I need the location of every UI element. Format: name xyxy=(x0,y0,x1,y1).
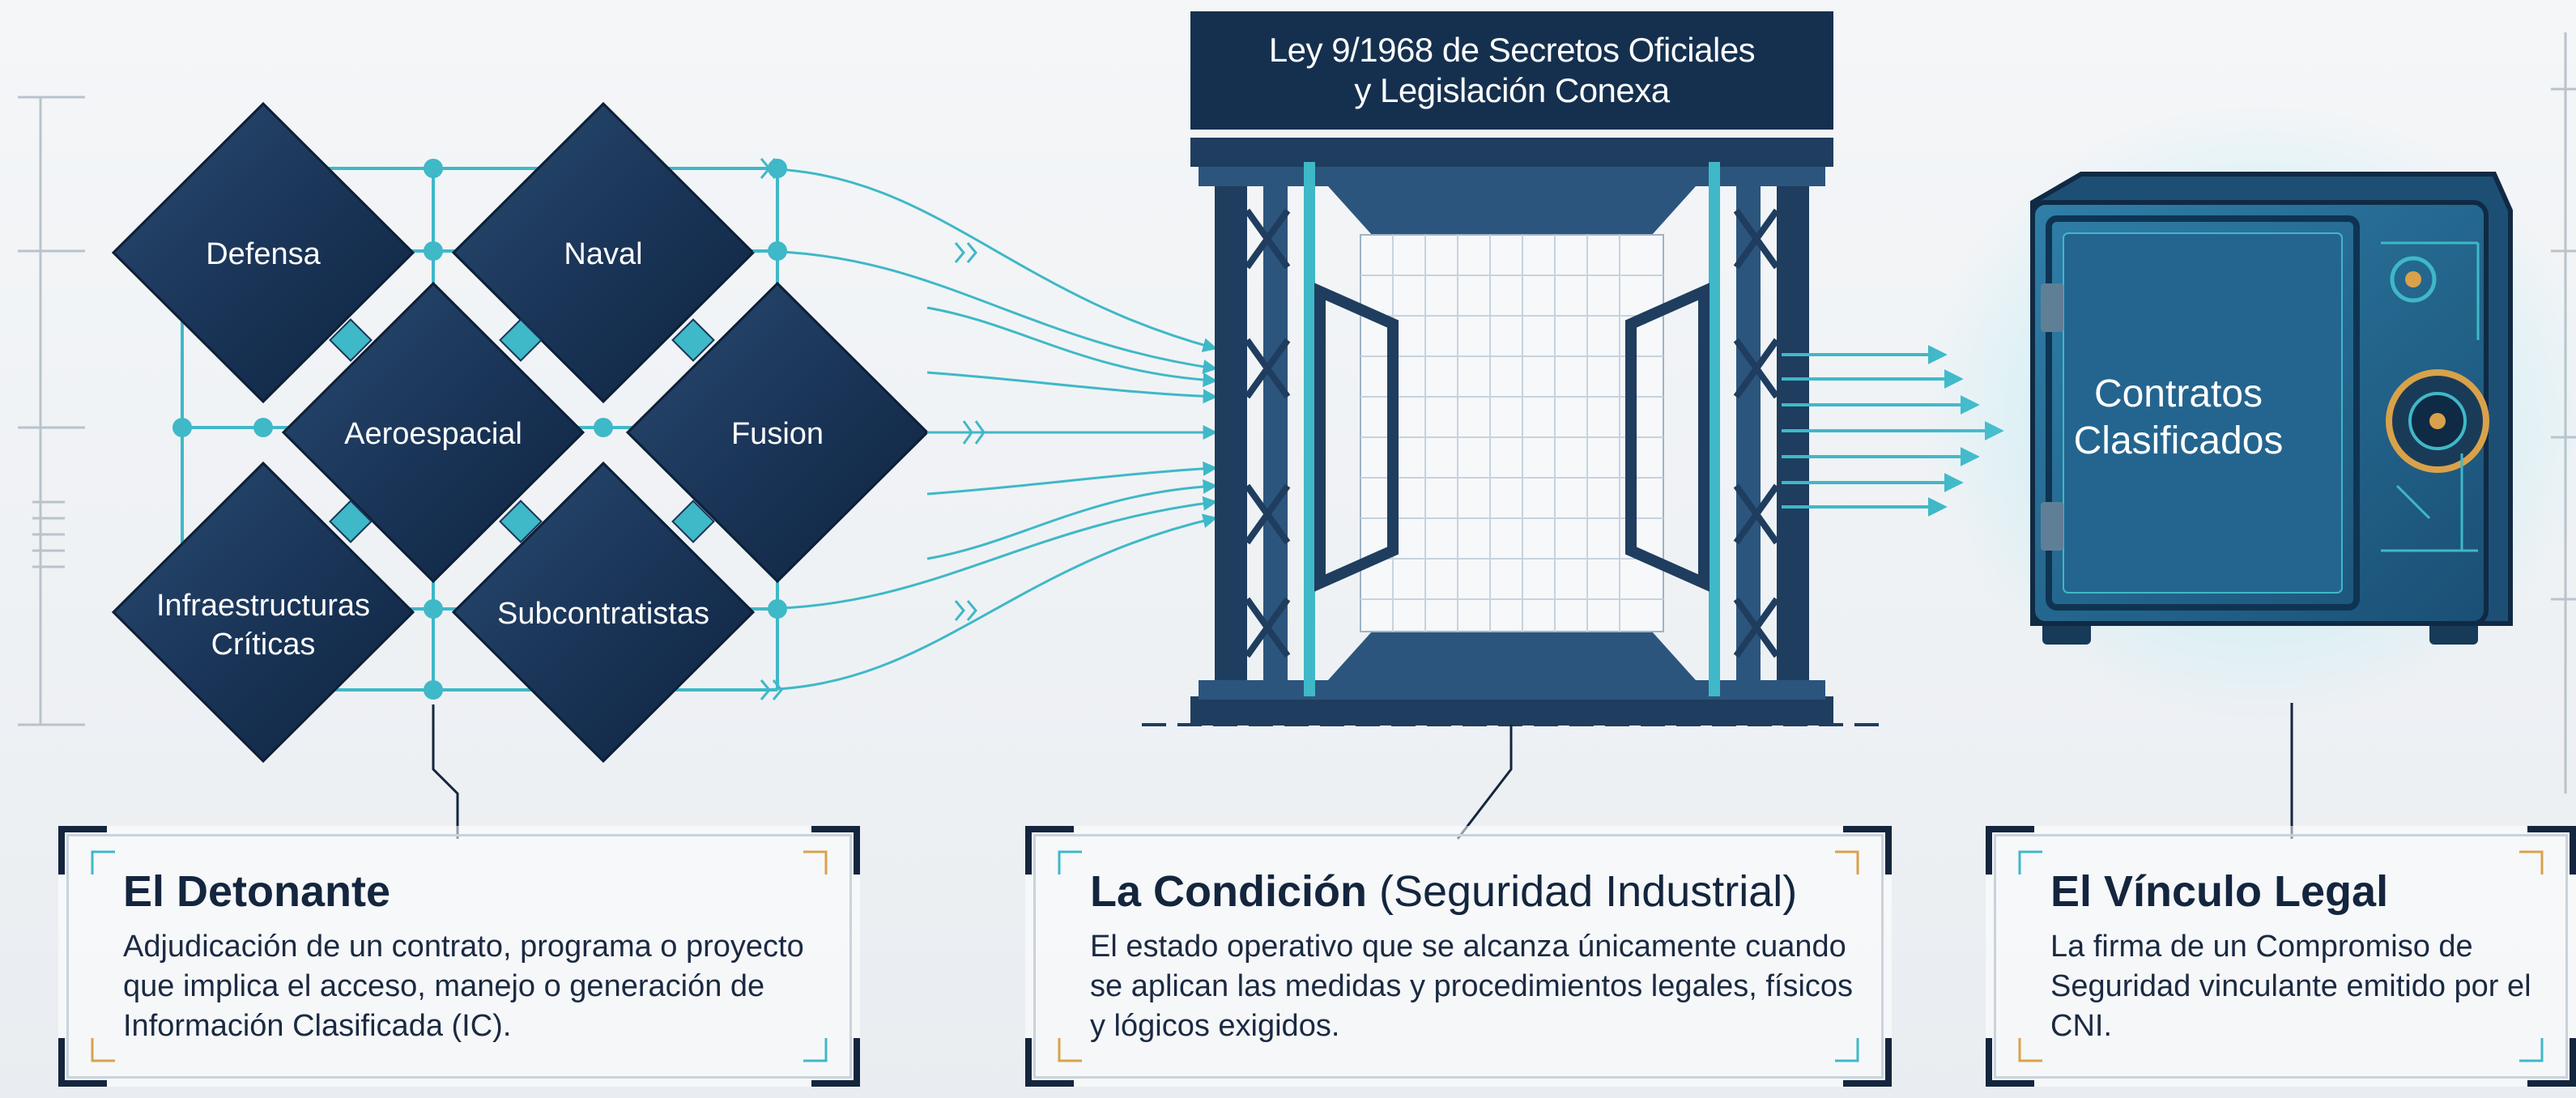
card-body: La firma de un Compromiso de Seguridad v… xyxy=(2050,930,2531,1043)
card-detonante: El Detonante Adjudicación de un contrato… xyxy=(58,826,860,1087)
security-gate xyxy=(1142,138,1879,726)
card-vinculo: El Vínculo Legal La firma de un Compromi… xyxy=(1986,826,2576,1087)
corner-bracket-icon xyxy=(58,826,107,875)
corner-bracket-icon xyxy=(811,1038,860,1087)
corner-bracket-icon xyxy=(2527,826,2576,875)
card-frame xyxy=(66,834,852,1079)
sector-subcontratistas-label: Subcontratistas xyxy=(497,597,709,631)
card-body: El estado operativo que se alcanza única… xyxy=(1090,930,1854,1043)
sector-fusion-label: Fusion xyxy=(731,417,824,451)
law-title-line1: Ley 9/1968 de Secretos Oficiales xyxy=(1268,31,1756,69)
diamond-joints xyxy=(329,318,715,543)
inflow-arrows xyxy=(752,167,1218,692)
card-condicion: La Condición (Seguridad Industrial) El e… xyxy=(1025,826,1892,1087)
corner-accent-icon xyxy=(1058,1038,1082,1062)
corner-accent-icon xyxy=(1835,850,1859,875)
card-title-extra: (Seguridad Industrial) xyxy=(1366,867,1798,916)
card-frame xyxy=(1033,834,1884,1079)
corner-accent-icon xyxy=(2018,850,2042,875)
corner-bracket-icon xyxy=(1986,826,2034,875)
card-body: Adjudicación de un contrato, programa o … xyxy=(123,930,804,1043)
corner-accent-icon xyxy=(2018,1038,2042,1062)
safe-vault xyxy=(1919,105,2576,721)
sector-aeroespacial-label: Aeroespacial xyxy=(344,417,522,451)
corner-bracket-icon xyxy=(58,1038,107,1087)
safe-label: Contratos Clasificados xyxy=(2041,371,2316,465)
sector-subcontratistas: Subcontratistas xyxy=(451,461,756,764)
callout-lines xyxy=(432,703,2293,840)
card-title: La Condición (Seguridad Industrial) xyxy=(1090,867,1798,916)
left-ruler xyxy=(18,96,85,726)
card-title: El Detonante xyxy=(123,867,391,916)
safe-label-line1: Contratos xyxy=(2093,372,2263,415)
sector-aeroespacial: Aeroespacial xyxy=(281,281,585,584)
corner-accent-icon xyxy=(1058,850,1082,875)
card-title: El Vínculo Legal xyxy=(2050,867,2389,916)
sector-infra-label-2: Críticas xyxy=(211,628,316,662)
corner-bracket-icon xyxy=(2527,1038,2576,1087)
sector-defensa-label: Defensa xyxy=(206,237,321,271)
card-frame xyxy=(1994,834,2568,1079)
sector-defensa: Defensa xyxy=(111,101,415,404)
corner-bracket-icon xyxy=(1986,1038,2034,1087)
sector-naval-label: Naval xyxy=(564,237,642,271)
double-chevrons xyxy=(760,158,986,700)
law-header: Ley 9/1968 de Secretos Oficiales y Legis… xyxy=(1190,11,1833,130)
corner-accent-icon xyxy=(803,850,828,875)
corner-accent-icon xyxy=(1835,1038,1859,1062)
sector-fusion: Fusion xyxy=(625,281,930,584)
corner-bracket-icon xyxy=(1843,826,1892,875)
corner-accent-icon xyxy=(2519,850,2544,875)
network-nodes xyxy=(172,159,787,700)
sector-infraestructuras: Infraestructuras Críticas xyxy=(111,461,415,764)
corner-accent-icon xyxy=(803,1038,828,1062)
corner-accent-icon xyxy=(91,850,115,875)
corner-bracket-icon xyxy=(811,826,860,875)
corner-bracket-icon xyxy=(1025,1038,1074,1087)
corner-accent-icon xyxy=(2519,1038,2544,1062)
corner-bracket-icon xyxy=(1843,1038,1892,1087)
law-title-line2: y Legislación Conexa xyxy=(1354,71,1670,109)
safe-label-line2: Clasificados xyxy=(2073,419,2284,462)
sector-infra-label-1: Infraestructuras xyxy=(156,589,370,623)
corner-bracket-icon xyxy=(1025,826,1074,875)
corner-accent-icon xyxy=(91,1038,115,1062)
